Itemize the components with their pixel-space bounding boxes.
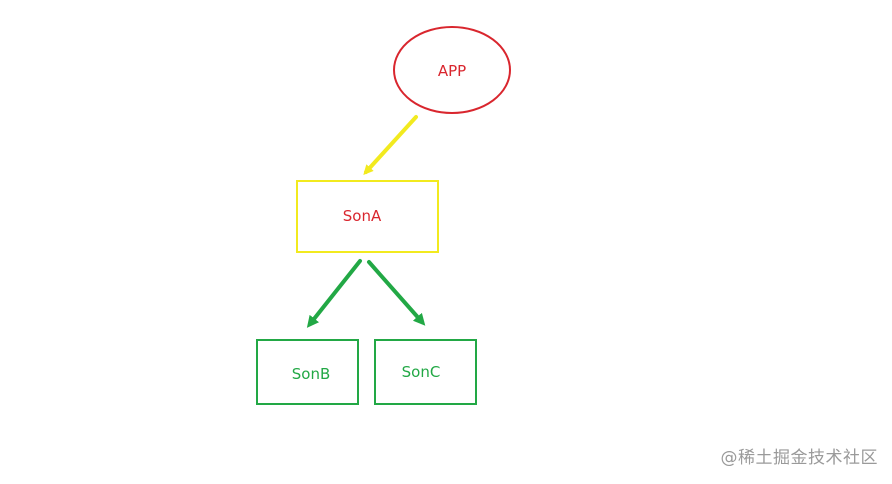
arrow-sona-to-sonc [367,260,426,326]
sona-node-label: SonA [343,207,382,225]
arrow-sona-to-sonb [306,259,362,328]
arrow-app-to-sona [363,115,418,175]
watermark: @稀土掘金技术社区 [720,448,878,468]
sonb-node: SonB [256,339,359,405]
app-node-shape [393,26,511,114]
sona-node-shape [296,180,439,253]
app-node: APP [393,26,511,114]
sonb-node-label: SonB [292,365,331,383]
sonb-node-shape [256,339,359,405]
sonc-node: SonC [374,339,477,405]
sonc-node-shape [374,339,477,405]
sona-node: SonA [296,180,439,253]
sonc-node-label: SonC [402,363,441,381]
app-node-label: APP [438,62,466,80]
